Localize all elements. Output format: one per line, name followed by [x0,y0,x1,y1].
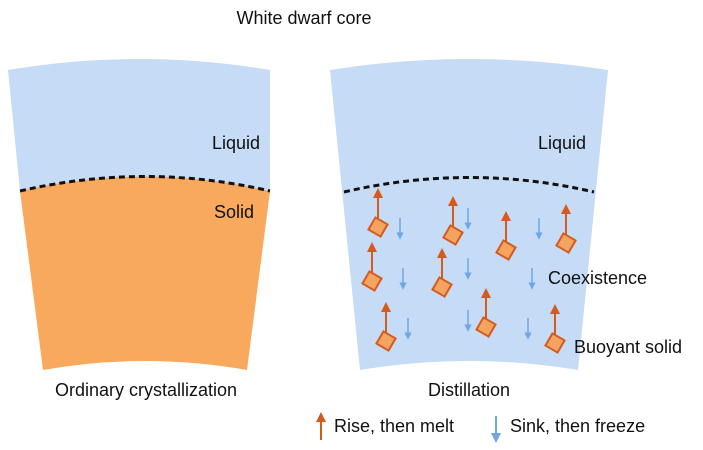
crystal-group [361,188,577,354]
legend-rise-label: Rise, then melt [334,416,454,436]
legend-sink-label: Sink, then freeze [510,416,645,436]
buoyant-crystal [555,232,577,254]
buoyant-crystal [495,239,517,261]
buoyant-solid-label: Buoyant solid [574,337,682,357]
left-liquid-region [8,59,270,191]
left-panel: Liquid Solid Ordinary crystallization [8,59,271,400]
right-liquid-region [330,59,608,370]
right-boundary-line [343,176,595,194]
right-panel: Liquid Coexistence Buoyant solid Distill… [330,59,682,400]
sink-arrow-group [396,208,543,340]
buoyant-crystal [367,216,389,238]
buoyant-crystal [375,330,397,352]
buoyant-crystal [475,316,497,338]
coexistence-label: Coexistence [548,268,647,288]
left-boundary-line [19,175,271,193]
buoyant-crystal [544,332,566,354]
diagram-title: White dwarf core [236,8,371,28]
buoyant-crystal [361,270,383,292]
left-solid-label: Solid [214,202,254,222]
right-liquid-label: Liquid [538,133,586,153]
right-caption: Distillation [428,380,510,400]
left-solid-region [20,176,270,370]
buoyant-crystal [442,224,464,246]
left-liquid-label: Liquid [212,133,260,153]
left-caption: Ordinary crystallization [55,380,237,400]
buoyant-crystal [431,276,453,298]
legend: Rise, then melt Sink, then freeze [316,412,645,443]
